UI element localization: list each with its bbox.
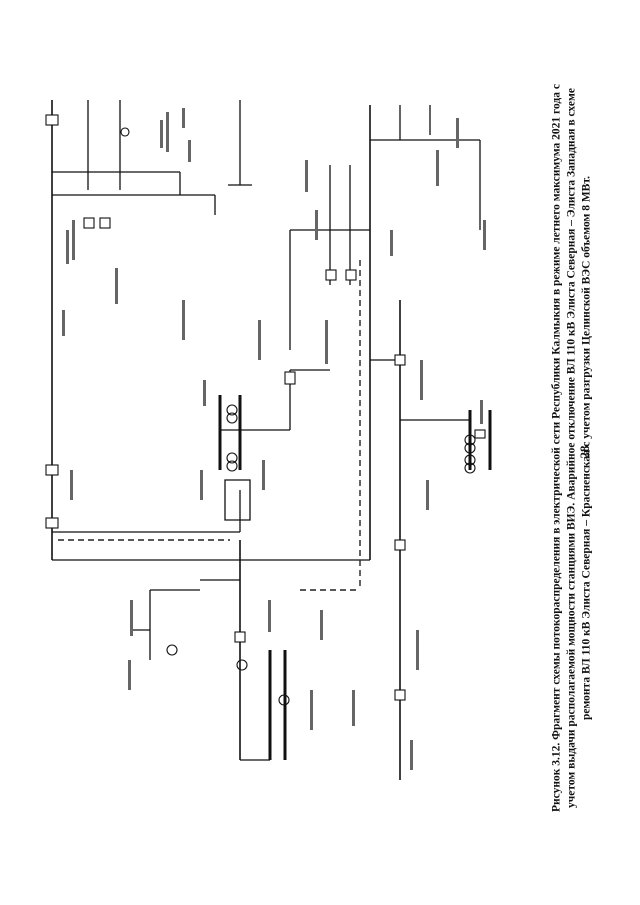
transformer-icon bbox=[464, 434, 476, 446]
generator-icon bbox=[120, 127, 130, 137]
switch-box bbox=[394, 539, 406, 551]
generator-icon bbox=[278, 694, 290, 706]
transformer-icon bbox=[464, 454, 476, 466]
switch-box bbox=[83, 217, 95, 229]
switch-box bbox=[345, 269, 357, 281]
switch-box bbox=[234, 631, 246, 643]
switch-box bbox=[284, 371, 296, 385]
switch-box bbox=[45, 464, 59, 476]
switch-box bbox=[325, 269, 337, 281]
generator-icon bbox=[236, 659, 248, 671]
switch-box bbox=[99, 217, 111, 229]
switch-box bbox=[394, 689, 406, 701]
switch-box bbox=[474, 429, 486, 439]
caption-label: Рисунок 3.12. bbox=[550, 742, 563, 812]
transformer-icon bbox=[226, 404, 238, 416]
switch-box bbox=[45, 517, 59, 529]
switch-box bbox=[394, 354, 406, 366]
generator-icon bbox=[166, 644, 178, 656]
transformer-icon bbox=[226, 452, 238, 464]
page-number: 28 bbox=[577, 445, 592, 459]
switch-box bbox=[45, 114, 59, 126]
